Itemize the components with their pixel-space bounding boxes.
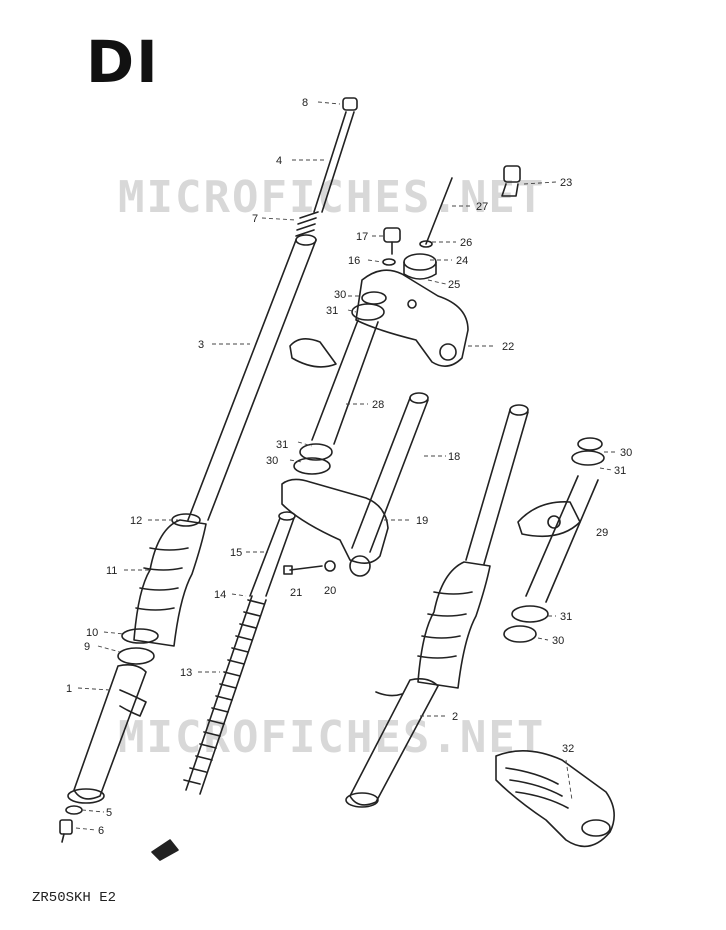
fork-guard <box>495 750 615 848</box>
callout-3: 3 <box>198 339 204 351</box>
stem-upper-ring <box>351 291 387 321</box>
steering-stem <box>289 319 379 445</box>
callout-23: 23 <box>560 177 572 189</box>
steering-stem-nut <box>403 253 437 280</box>
callout-30-lower: 30 <box>266 455 278 467</box>
callout-31-bracket-top: 31 <box>614 465 626 477</box>
callout-30-bracket-top: 30 <box>620 447 632 459</box>
inner-tube-right-long <box>465 404 529 565</box>
callout-21: 21 <box>290 587 302 599</box>
callout-10: 10 <box>86 627 98 639</box>
callout-27: 27 <box>476 201 488 213</box>
washer-5 <box>65 805 83 815</box>
drain-bolt-6 <box>59 819 73 843</box>
front-arrow-icon <box>151 839 179 861</box>
bolt-23 <box>501 165 521 197</box>
callout-17: 17 <box>356 231 368 243</box>
model-code: ZR50SKH E2 <box>32 890 117 906</box>
callout-14: 14 <box>214 589 226 601</box>
callout-8: 8 <box>302 97 308 109</box>
fork-spring-top <box>295 211 319 237</box>
inner-tube-right <box>351 392 429 553</box>
callout-5: 5 <box>106 807 112 819</box>
callout-2: 2 <box>452 711 458 723</box>
callout-16: 16 <box>348 255 360 267</box>
bolt-17 <box>383 227 401 255</box>
callout-31-lower: 31 <box>276 439 288 451</box>
headlight-bracket <box>503 437 605 643</box>
callout-11: 11 <box>106 565 117 577</box>
callout-22: 22 <box>502 341 514 353</box>
upper-bracket <box>355 269 469 367</box>
callout-15: 15 <box>230 547 242 559</box>
washer-16 <box>382 258 396 266</box>
callout-1: 1 <box>66 683 72 695</box>
stem-lower-ring-b <box>293 457 331 475</box>
watermark-top: MICROFICHES.NET <box>118 172 546 223</box>
callout-7: 7 <box>252 213 258 225</box>
callout-12: 12 <box>130 515 142 527</box>
callout-28: 28 <box>372 399 384 411</box>
callout-20: 20 <box>324 585 336 597</box>
callout-31-bracket-bottom: 31 <box>560 611 572 623</box>
dust-boot-right <box>417 561 491 689</box>
inner-tube-left <box>187 234 317 521</box>
diagram-title: DI <box>86 28 160 96</box>
callout-32: 32 <box>562 743 574 755</box>
stem-lower-ring-a <box>299 443 333 461</box>
callout-6: 6 <box>98 825 104 837</box>
fork-cap-bolt <box>313 97 358 213</box>
callout-29: 29 <box>596 527 608 539</box>
callout-13: 13 <box>180 667 192 679</box>
outer-tube-right <box>345 678 439 808</box>
callout-numbers: 8 4 7 3 12 11 10 9 1 5 6 13 14 15 16 17 … <box>66 97 632 837</box>
callout-31-upper: 31 <box>326 305 338 317</box>
callout-30-bracket-bottom: 30 <box>552 635 564 647</box>
callout-9: 9 <box>84 641 90 653</box>
callout-25: 25 <box>448 279 460 291</box>
dust-boot-left <box>133 513 207 647</box>
callout-26: 26 <box>460 237 472 249</box>
stem-bolt-27 <box>425 177 453 245</box>
outer-tube-left <box>67 664 147 804</box>
damper-spring <box>183 595 267 795</box>
seal-ring-left <box>121 628 159 644</box>
callout-30-upper: 30 <box>334 289 346 301</box>
oil-seal-left <box>117 647 155 665</box>
damper-piston <box>249 511 296 597</box>
callout-24: 24 <box>456 255 468 267</box>
callout-18: 18 <box>448 451 460 463</box>
callout-4: 4 <box>276 155 282 167</box>
nut-20 <box>324 560 336 572</box>
lower-bracket <box>281 478 389 577</box>
watermark-bottom: MICROFICHES.NET <box>118 712 546 763</box>
callout-19: 19 <box>416 515 428 527</box>
leader-lines <box>75 101 616 831</box>
pinch-bolt-21 <box>283 565 323 575</box>
washer-26 <box>419 240 433 248</box>
